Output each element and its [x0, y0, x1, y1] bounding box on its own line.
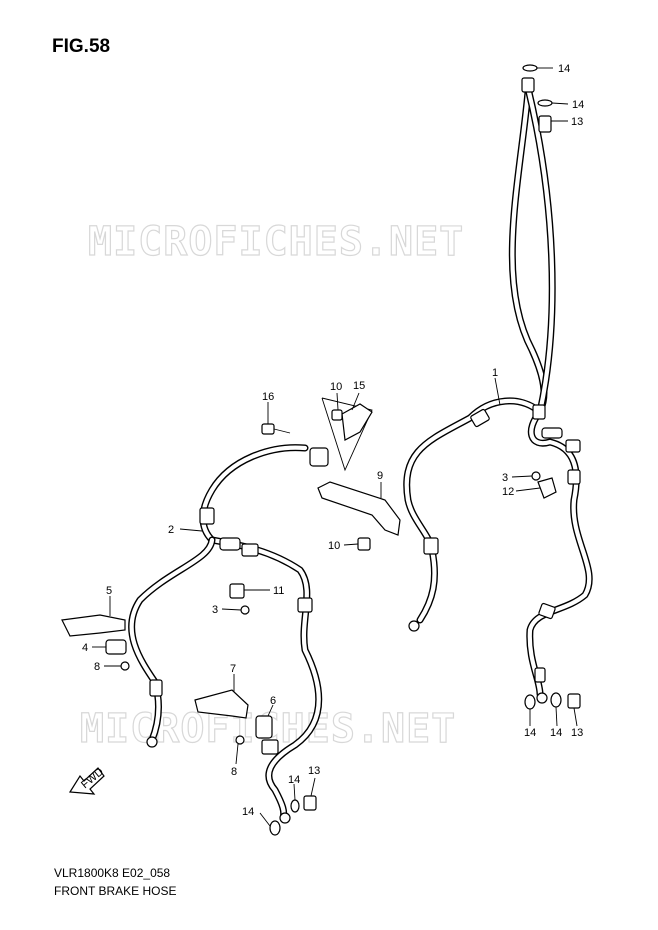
clamp-6 [255, 715, 273, 739]
bracket-15-clamp [321, 397, 373, 472]
callout-13: 13 [308, 765, 320, 777]
callout-8: 8 [231, 766, 237, 778]
callout-7: 7 [230, 663, 236, 675]
callout-3: 3 [212, 604, 218, 616]
callout-5: 5 [106, 585, 112, 597]
hose-2 [128, 444, 323, 822]
bolt-13-bl [303, 795, 317, 811]
washer-14-bl [269, 820, 281, 836]
callouts: 14 14 13 1 16 10 15 9 3 12 2 10 5 11 3 4… [82, 63, 584, 818]
hose-2-fittings [146, 447, 329, 824]
callout-10: 10 [328, 540, 340, 552]
washer-14-top [522, 64, 538, 72]
bracket-9 [317, 481, 401, 536]
leader-lines [92, 67, 578, 827]
bolt-10-lower [357, 537, 371, 551]
callout-14: 14 [550, 727, 562, 739]
callout-14: 14 [288, 774, 300, 786]
bolt-8-mid [235, 735, 245, 745]
callout-10: 10 [330, 381, 342, 393]
callout-1: 1 [492, 367, 498, 379]
callout-13: 13 [571, 727, 583, 739]
callout-9: 9 [377, 470, 383, 482]
bolt-13-br [567, 693, 581, 709]
callout-16: 16 [262, 391, 274, 403]
clamp-4 [105, 639, 127, 655]
bolt-8-left [120, 661, 130, 671]
callout-14: 14 [524, 727, 536, 739]
washer-14-br2 [550, 692, 562, 708]
washer-14-mid [537, 99, 553, 107]
model-code: VLR1800K8 E02_058 [54, 866, 171, 880]
callout-12: 12 [502, 486, 514, 498]
callout-8: 8 [94, 661, 100, 673]
bolt-16 [261, 423, 291, 435]
fwd-arrow-icon: FWD [68, 766, 106, 795]
callout-13: 13 [571, 116, 583, 128]
clamp-12 [537, 477, 557, 499]
watermark-top: MICROFICHES.NET [88, 219, 464, 265]
hose-1-fittings [408, 77, 581, 704]
washer-14-b2 [290, 799, 300, 813]
bracket-5 [61, 614, 126, 637]
bracket-7 [194, 689, 249, 719]
diagram-caption: FRONT BRAKE HOSE [54, 884, 177, 898]
callout-14: 14 [242, 806, 254, 818]
bolt-3-left [240, 605, 250, 615]
callout-11: 11 [273, 585, 284, 597]
callout-14: 14 [572, 99, 584, 111]
bolt-13-top [538, 115, 552, 133]
callout-6: 6 [270, 695, 276, 707]
hose-1 [403, 84, 593, 698]
callout-14: 14 [558, 63, 570, 75]
callout-4: 4 [82, 642, 88, 654]
callout-2: 2 [168, 524, 174, 536]
callout-15: 15 [353, 380, 365, 392]
bolt-3-right [531, 471, 541, 481]
figure-title: FIG.58 [52, 36, 111, 57]
washer-14-br1 [524, 694, 536, 710]
clamp-11 [229, 583, 245, 599]
callout-3: 3 [502, 472, 508, 484]
